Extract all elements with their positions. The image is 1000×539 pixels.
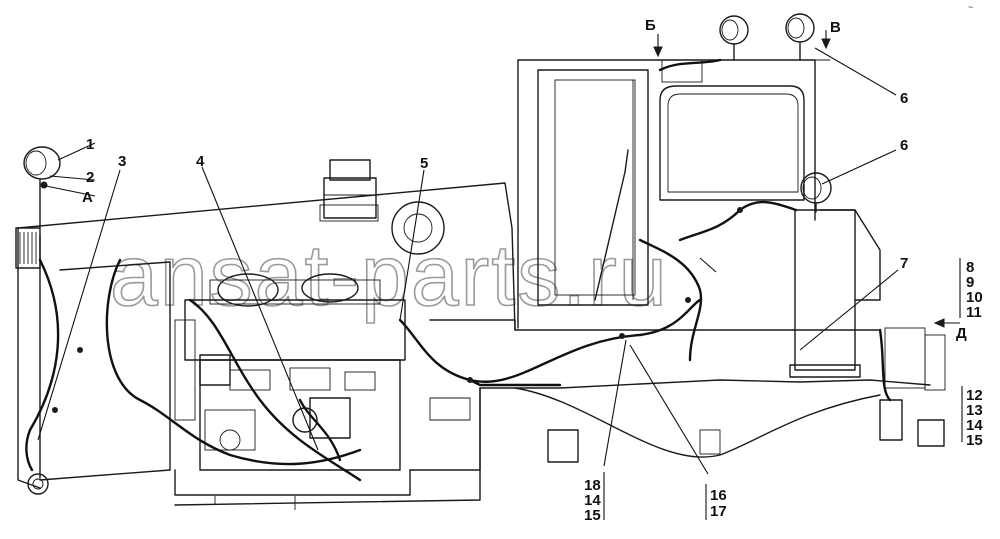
exhaust-stack xyxy=(319,159,379,222)
radiator xyxy=(15,227,49,495)
view-label-d: Д xyxy=(956,325,967,342)
wiring-harness xyxy=(25,58,892,482)
cab-headlight-right xyxy=(785,13,815,61)
view-label-v: В xyxy=(830,19,841,36)
watermark-text: ansat-parts.ru xyxy=(110,228,669,324)
cab xyxy=(517,59,881,378)
view-label-a: А xyxy=(82,189,93,206)
callout-8: 8 xyxy=(966,259,974,276)
front-headlight xyxy=(23,146,61,229)
callout-4: 4 xyxy=(196,153,205,170)
corner-mark: ~ xyxy=(968,2,973,12)
callout-18: 18 xyxy=(584,477,601,494)
callout-6-top: 6 xyxy=(900,90,908,107)
callout-11: 11 xyxy=(966,304,982,321)
callout-12: 12 xyxy=(966,387,983,404)
engine-block xyxy=(174,273,411,510)
callout-3: 3 xyxy=(118,153,126,170)
callout-9: 9 xyxy=(966,274,974,291)
chassis-frame xyxy=(174,319,946,506)
callout-labels: 1 2 3 4 5 6 6 7 8 9 10 11 12 13 14 15 18… xyxy=(86,90,983,524)
hood-outline xyxy=(17,182,516,489)
callout-14-right: 14 xyxy=(966,417,983,434)
callout-5: 5 xyxy=(420,155,428,172)
air-cleaner xyxy=(391,201,445,255)
callout-13: 13 xyxy=(966,402,983,419)
callout-17: 17 xyxy=(710,503,727,520)
callout-14-bottom: 14 xyxy=(584,492,601,509)
view-label-b: Б xyxy=(645,17,656,34)
view-labels: А Б В Д xyxy=(82,17,967,342)
callout-10: 10 xyxy=(966,289,983,306)
callout-7: 7 xyxy=(900,255,908,272)
leader-lines xyxy=(37,30,960,475)
callout-16: 16 xyxy=(710,487,727,504)
cab-headlight-left xyxy=(719,15,749,61)
callout-1: 1 xyxy=(86,136,94,153)
callout-2: 2 xyxy=(86,169,94,186)
callout-brackets xyxy=(603,258,963,520)
callout-15-bottom: 15 xyxy=(584,507,601,524)
fender-headlight xyxy=(800,172,832,213)
callout-6-fender: 6 xyxy=(900,137,908,154)
callout-15-right: 15 xyxy=(966,432,983,449)
